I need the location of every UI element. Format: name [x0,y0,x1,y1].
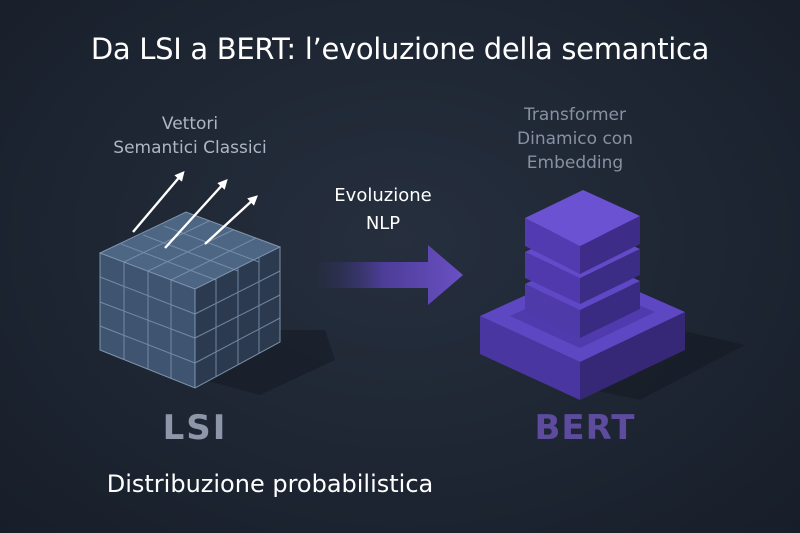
diagram-title: Da LSI a BERT: l’evoluzione della semant… [90,32,710,66]
bert-layer-1-front [525,218,580,274]
bert-label: BERT [534,408,636,448]
vector-arrows [132,170,258,249]
lsi-subtitle: Distribuzione probabilistica [106,470,434,498]
bert-caption-line-3: Embedding [526,153,624,173]
lsi-cube-shadow [205,330,335,395]
lsi-label: LSI [162,408,228,448]
bert-layer-3-side [580,281,640,338]
bert-base-front [480,316,580,400]
vector-arrow-2 [164,179,228,249]
bert-layer-2-front [525,252,580,304]
transition-caption-line-2: NLP [365,213,401,234]
bert-caption-line-1: Transformer [523,105,626,125]
bert-layer-1-top [525,190,640,246]
bert-layer-1-side [580,216,640,274]
transition-caption-line-1: Evoluzione [334,185,432,206]
transition-arrow [318,245,463,305]
lsi-caption: Vettori Semantici Classici [85,112,295,160]
bert-base-side [580,312,685,400]
bert-caption-line-2: Dinamico con [517,129,633,149]
lsi-caption-line-2: Semantici Classici [113,138,267,158]
lsi-cube [98,211,335,395]
lsi-cube-grid [98,211,282,389]
vector-arrow-1 [132,170,185,233]
bert-caption: Transformer Dinamico con Embedding [470,103,680,175]
lsi-caption-line-1: Vettori [161,114,219,134]
vector-arrow-3 [204,195,258,245]
bert-layer-2-side [580,249,640,304]
bert-layer-3-front [525,284,580,338]
transition-caption: Evoluzione NLP [318,182,448,238]
bert-stack [480,190,745,400]
